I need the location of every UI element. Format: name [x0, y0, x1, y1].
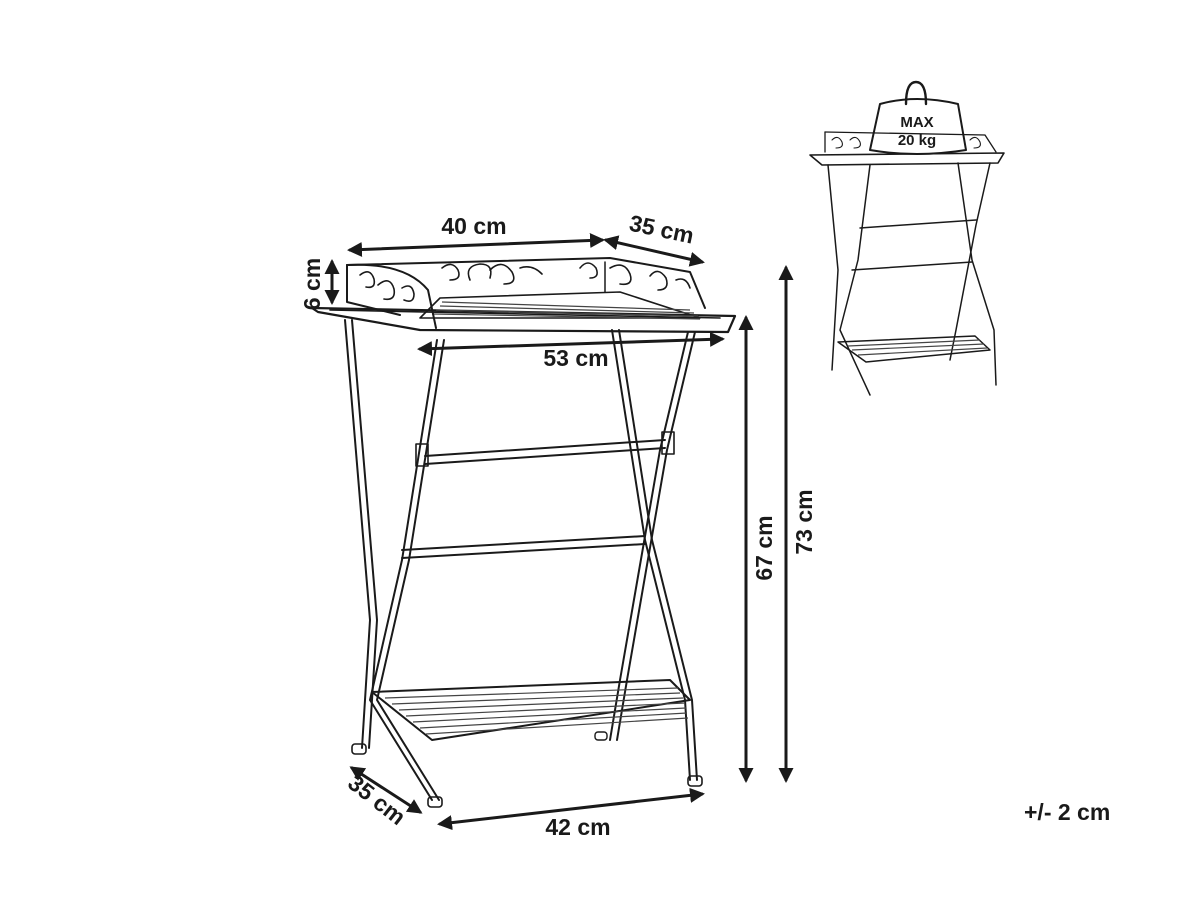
total-height-label: 73 cm — [791, 489, 817, 554]
max-label: MAX — [900, 114, 933, 131]
leg-height-label: 67 cm — [751, 515, 777, 580]
top-width-label: 40 cm — [441, 213, 506, 239]
main-table-drawing — [310, 257, 737, 808]
tolerance-label: +/- 2 cm — [1024, 799, 1111, 825]
rail-height-label: 6 cm — [299, 258, 325, 310]
base-width-label: 42 cm — [545, 814, 610, 840]
max-load-illustration: MAX 20 kg — [809, 80, 1005, 396]
top-depth-label: 35 cm — [627, 210, 696, 249]
dimension-lines — [324, 232, 794, 831]
tray-width-label: 53 cm — [543, 345, 608, 371]
weight-label: 20 kg — [898, 132, 936, 149]
